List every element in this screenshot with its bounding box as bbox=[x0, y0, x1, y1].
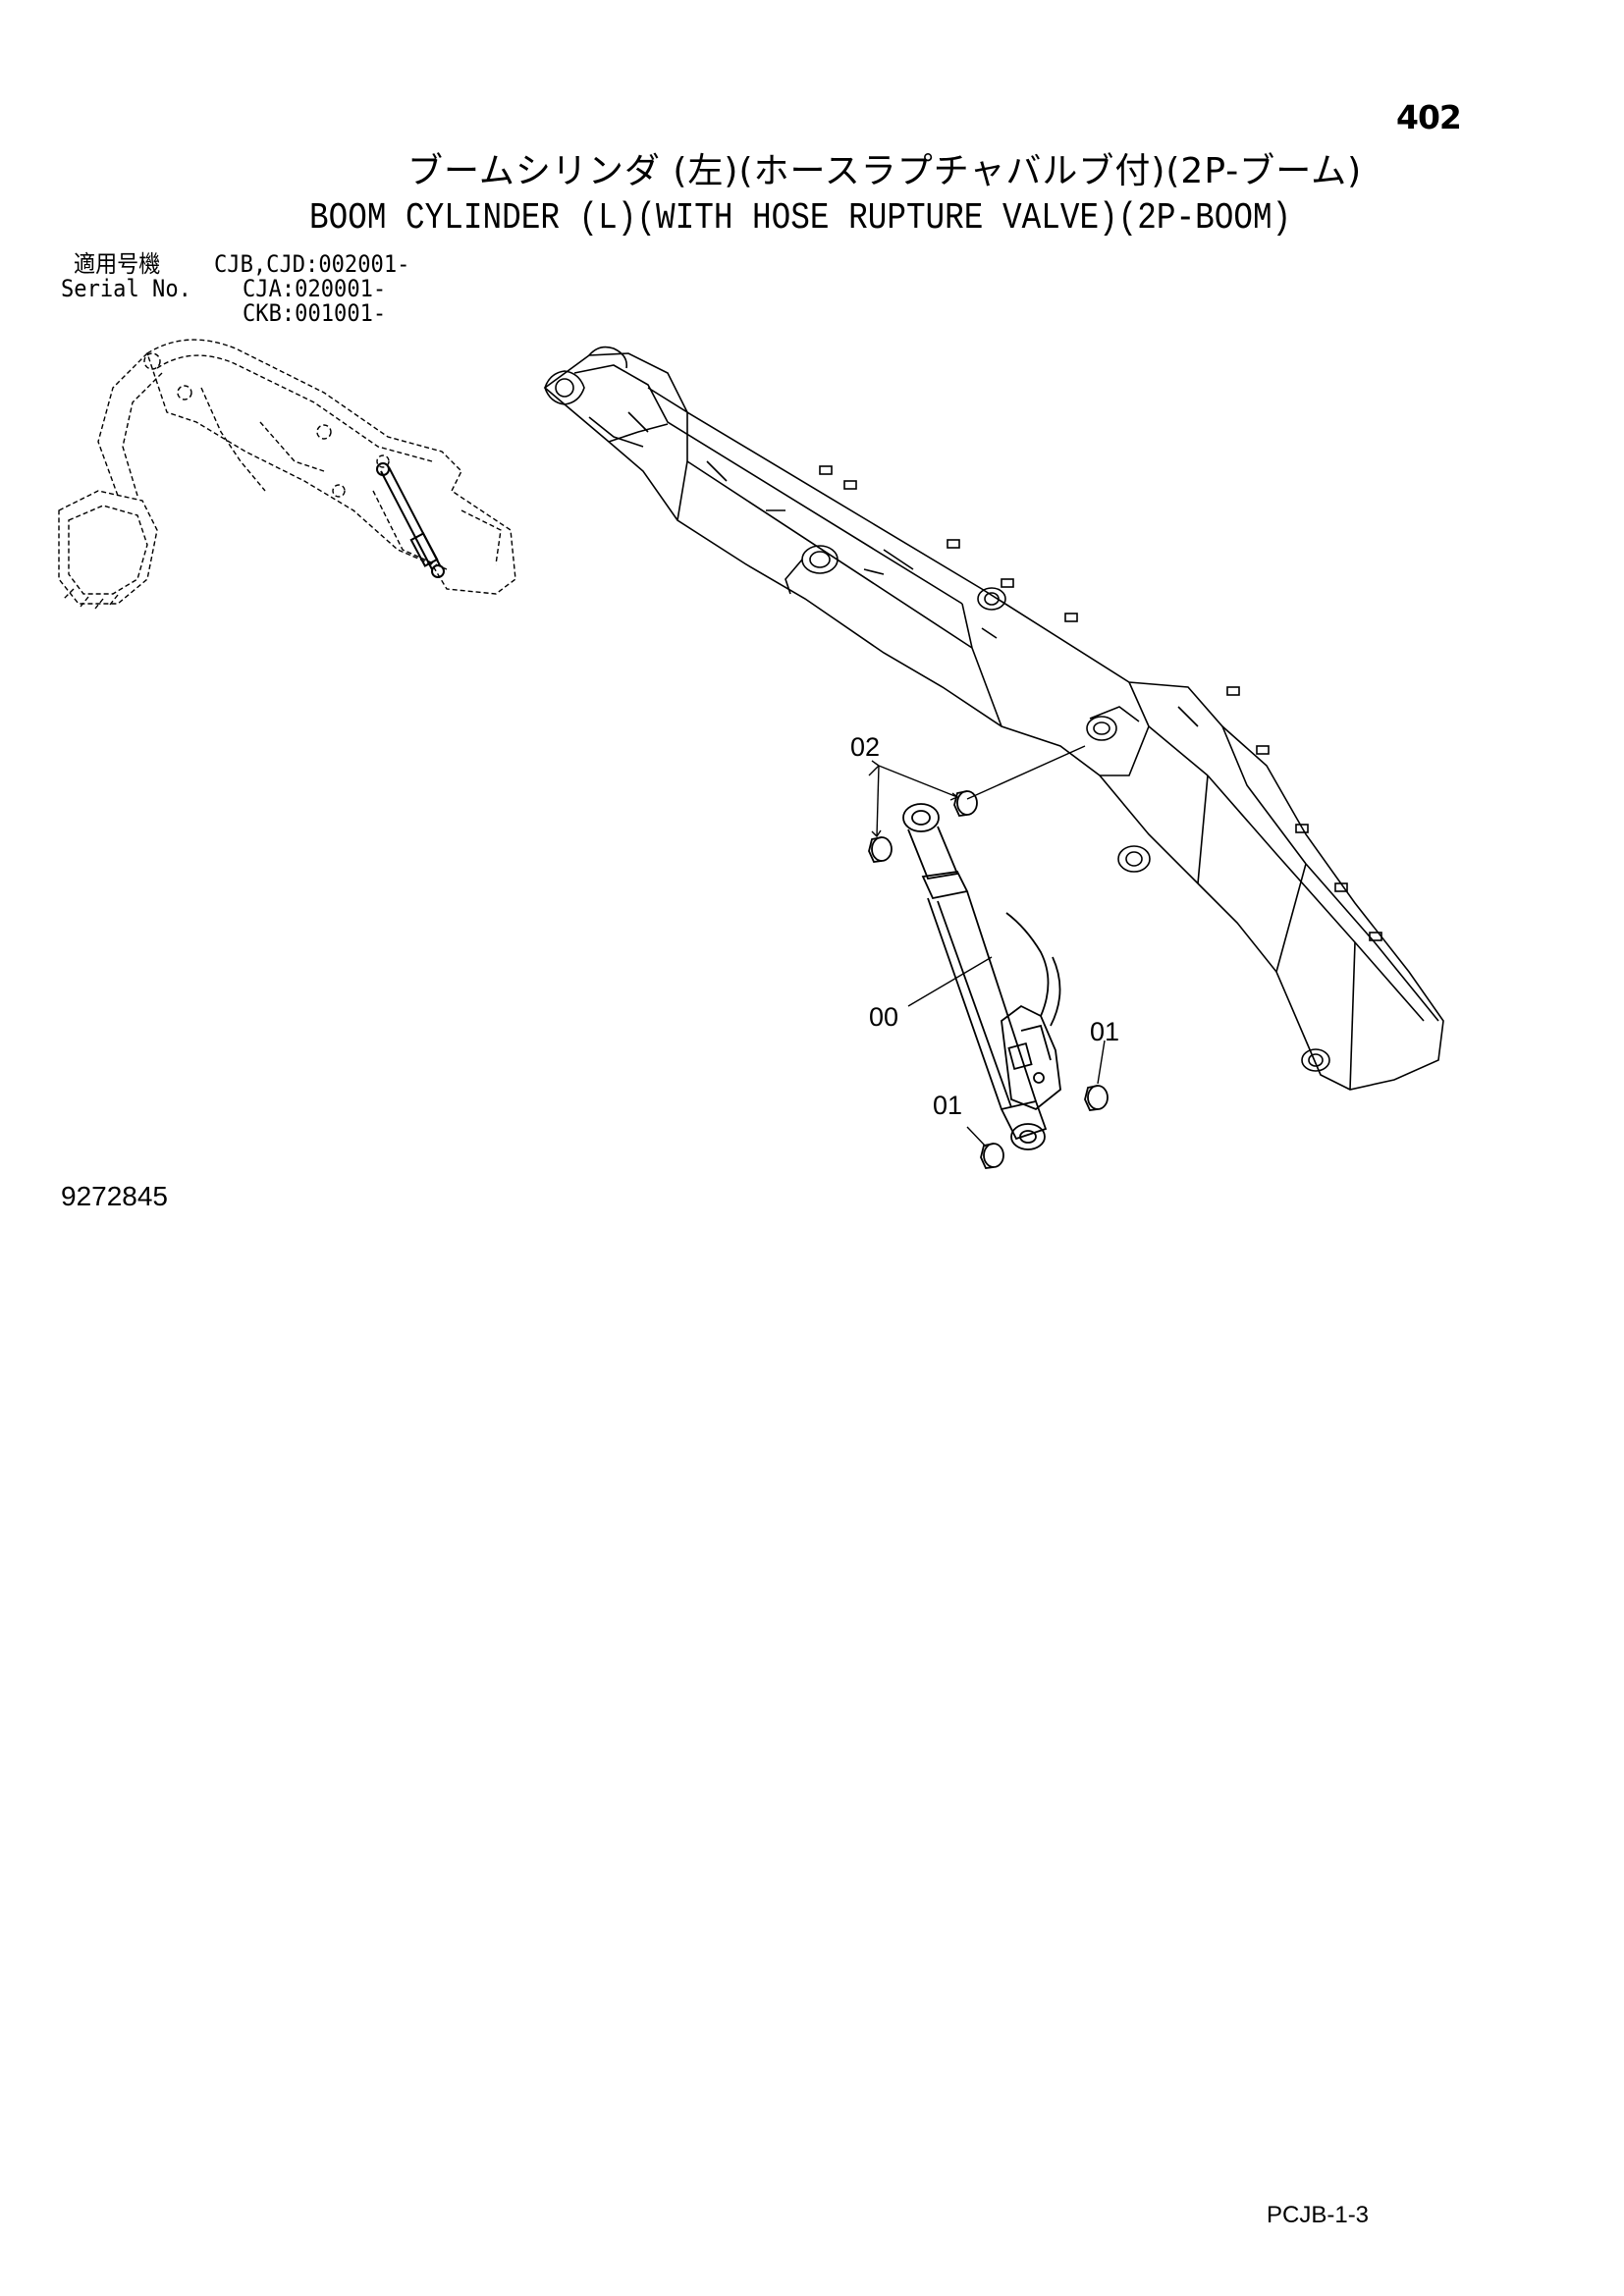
serial-label-english: Serial No. bbox=[61, 275, 191, 302]
thumbnail-cylinder-highlight bbox=[376, 462, 445, 578]
callout-01-left: 01 bbox=[933, 1091, 962, 1120]
serial-label-japanese: 適用号機 bbox=[74, 250, 161, 278]
drawing-number: 9272845 bbox=[61, 1181, 169, 1211]
callout-02: 02 bbox=[850, 732, 880, 762]
boom-cylinder bbox=[902, 803, 1061, 1150]
title-english: BOOM CYLINDER (L)(WITH HOSE RUPTURE VALV… bbox=[309, 197, 1292, 240]
serial-range-1: CJB,CJD:002001- bbox=[214, 250, 410, 278]
boom-drawing bbox=[543, 346, 1444, 1091]
page-number: 402 bbox=[1396, 98, 1462, 136]
bushings bbox=[868, 790, 1109, 1169]
excavator-thumbnail bbox=[58, 339, 516, 610]
leader-lines bbox=[868, 745, 1106, 1148]
catalog-code: PCJB-1-3 bbox=[1267, 2202, 1370, 2228]
callout-01-right: 01 bbox=[1090, 1017, 1119, 1046]
callout-00: 00 bbox=[869, 1002, 898, 1032]
title-japanese: ブームシリンダ (左)(ホースラプチャバルブ付)(2P-ブーム) bbox=[407, 151, 1363, 191]
serial-range-2: CJA:020001- bbox=[243, 275, 387, 302]
serial-range-3: CKB:001001- bbox=[243, 299, 387, 327]
